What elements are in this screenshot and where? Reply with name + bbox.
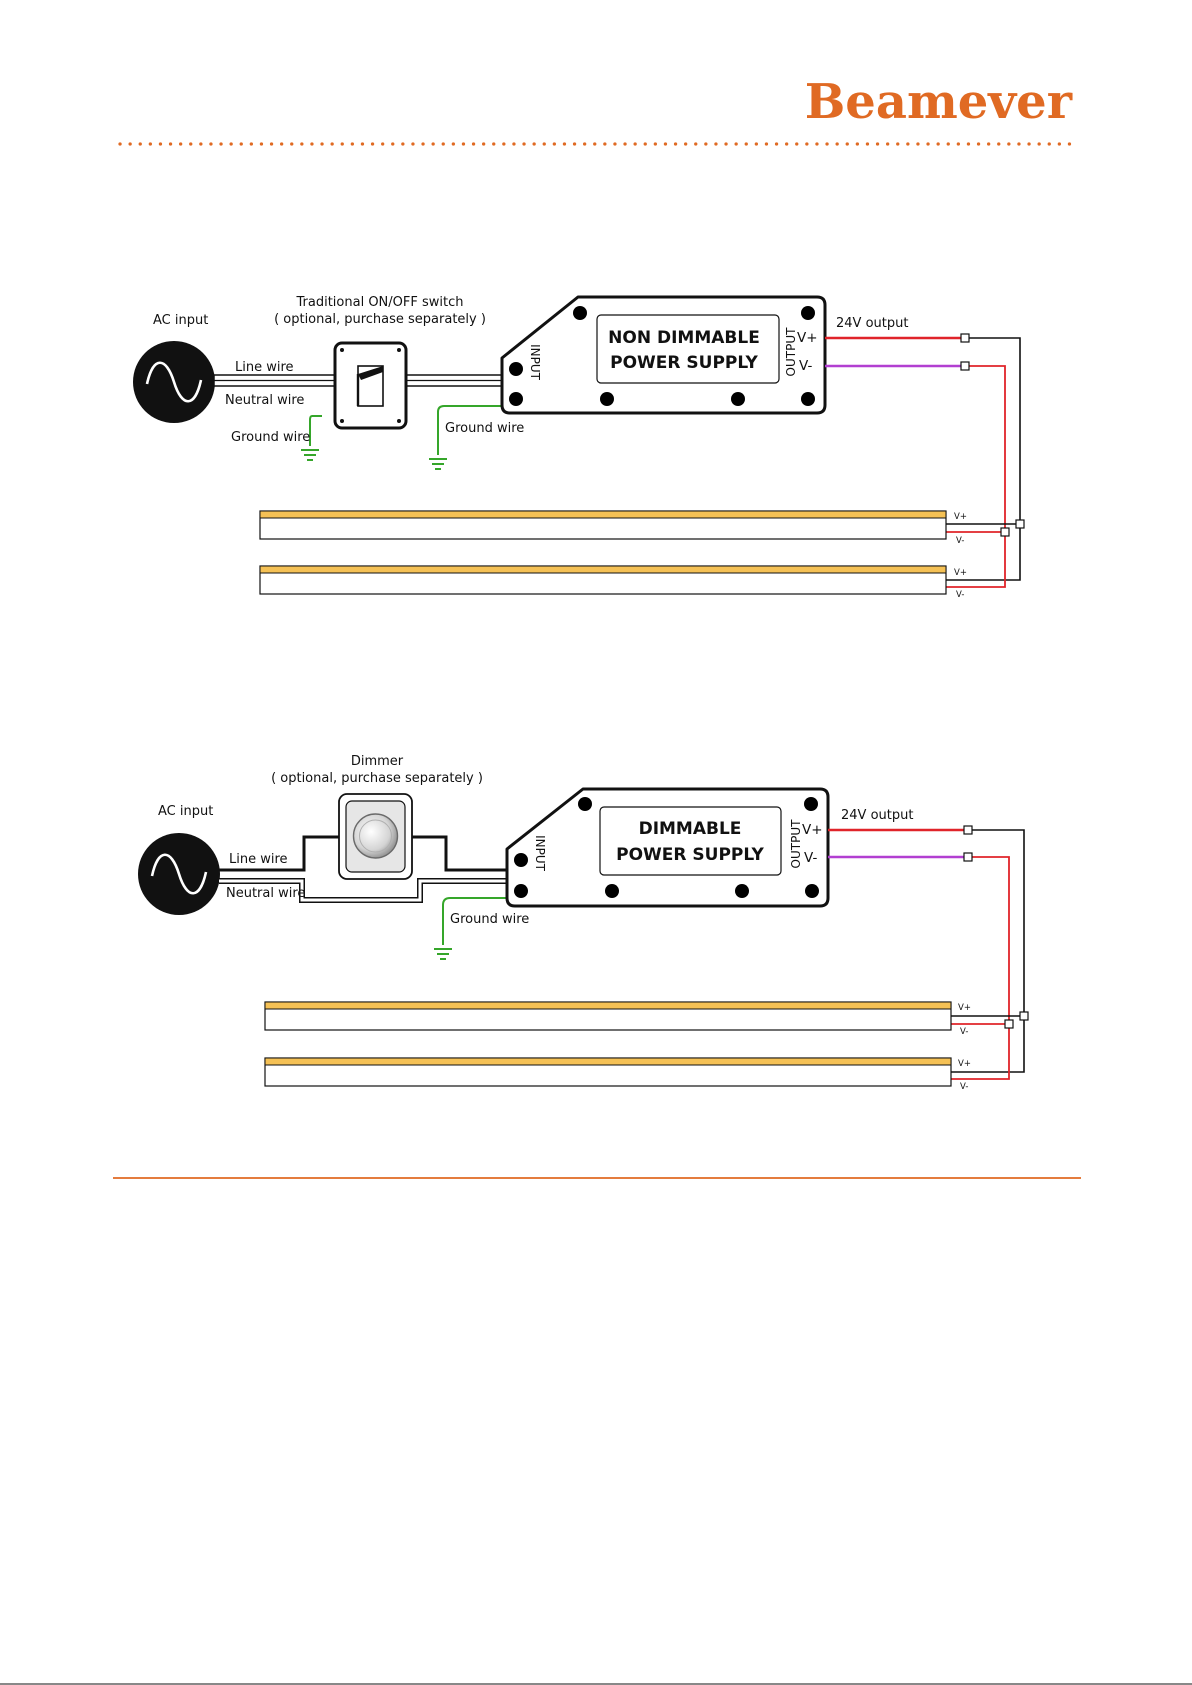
strip-vminus-label: V- bbox=[956, 590, 964, 600]
ground-symbol-icon bbox=[433, 948, 453, 960]
ground-wire-label: Ground wire bbox=[231, 430, 310, 445]
strip-vplus-label: V+ bbox=[954, 568, 967, 578]
output-voltage-label: 24V output bbox=[841, 808, 913, 823]
switch-title: Traditional ON/OFF switch bbox=[296, 295, 464, 310]
brand-logo: Beamever bbox=[805, 74, 1073, 130]
dimmable-power-supply: DIMMABLE POWER SUPPLY INPUT OUTPUT V+ V- bbox=[505, 787, 830, 908]
psu-output-label: OUTPUT bbox=[789, 819, 803, 869]
switch-note: ( optional, purchase separately ) bbox=[274, 312, 486, 327]
psu-vplus-label: V+ bbox=[802, 822, 823, 838]
non-dimmable-power-supply: NON DIMMABLE POWER SUPPLY INPUT OUTPUT V… bbox=[500, 295, 827, 415]
dimmer-note: ( optional, purchase separately ) bbox=[271, 771, 483, 786]
psu-ground-wire bbox=[428, 405, 502, 470]
ground-symbol-icon bbox=[428, 458, 448, 470]
psu-vplus-label: V+ bbox=[797, 330, 818, 346]
psu-input-label: INPUT bbox=[528, 344, 542, 381]
line-wire-label: Line wire bbox=[229, 852, 288, 867]
psu-ground-wire-label: Ground wire bbox=[450, 912, 529, 927]
strip-vplus-label: V+ bbox=[958, 1003, 971, 1013]
dc-output-wires bbox=[825, 333, 1025, 588]
psu-input-label: INPUT bbox=[533, 835, 547, 872]
psu-title-line1: NON DIMMABLE bbox=[608, 328, 760, 348]
psu-title-line1: DIMMABLE bbox=[639, 819, 742, 839]
psu-title-line2: POWER SUPPLY bbox=[610, 353, 758, 373]
strip-vplus-label: V+ bbox=[958, 1059, 971, 1069]
rocker-switch-icon bbox=[333, 341, 408, 430]
psu-ground-wire-label: Ground wire bbox=[445, 421, 524, 436]
dimmer-title: Dimmer bbox=[351, 754, 404, 769]
dc-output-wires bbox=[828, 825, 1029, 1080]
output-voltage-label: 24V output bbox=[836, 316, 908, 331]
rotary-dimmer-icon bbox=[338, 793, 413, 880]
neutral-wire-label: Neutral wire bbox=[225, 393, 304, 408]
ac-input-label: AC input bbox=[158, 804, 213, 819]
ground-symbol-icon bbox=[300, 449, 320, 461]
strip-vminus-label: V- bbox=[960, 1082, 968, 1092]
strip-vplus-label: V+ bbox=[954, 512, 967, 522]
ac-input-label: AC input bbox=[153, 313, 208, 328]
ac-sine-icon bbox=[133, 341, 215, 423]
page-header: Beamever bbox=[118, 74, 1077, 146]
neutral-wire-label: Neutral wire bbox=[226, 886, 305, 901]
strip-vminus-label: V- bbox=[956, 536, 964, 546]
led-strip: V+ V- bbox=[264, 1001, 971, 1037]
led-strip: V+ V- bbox=[259, 510, 967, 546]
switch-ground-wire bbox=[300, 415, 322, 461]
line-wire-label: Line wire bbox=[235, 360, 294, 375]
ac-sine-icon bbox=[138, 833, 220, 915]
psu-ground-wire bbox=[433, 897, 508, 960]
psu-vminus-label: V- bbox=[799, 358, 812, 374]
led-strip: V+ V- bbox=[259, 565, 967, 600]
non-dimmable-wiring-diagram: AC input Traditional ON/OFF switch ( opt… bbox=[133, 295, 1025, 600]
strip-vminus-label: V- bbox=[960, 1027, 968, 1037]
psu-title-line2: POWER SUPPLY bbox=[616, 845, 764, 865]
psu-vminus-label: V- bbox=[804, 850, 817, 866]
led-strip: V+ V- bbox=[264, 1057, 971, 1092]
dimmable-wiring-diagram: AC input Dimmer ( optional, purchase sep… bbox=[138, 754, 1029, 1092]
psu-output-label: OUTPUT bbox=[784, 327, 798, 377]
